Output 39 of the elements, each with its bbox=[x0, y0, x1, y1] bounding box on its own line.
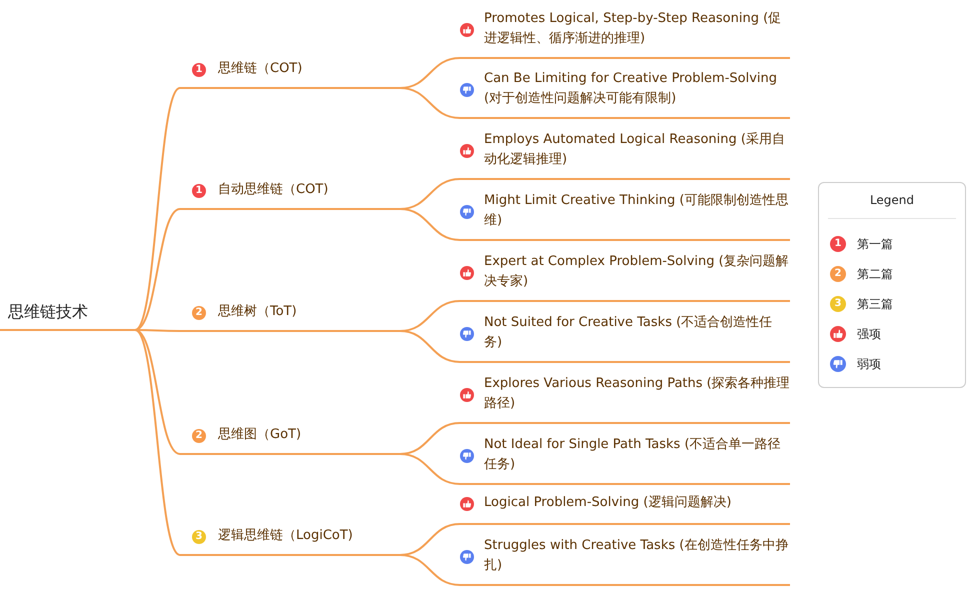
topic-text: Logical Problem-Solving (逻辑问题解决) bbox=[484, 494, 732, 512]
priority-badge: 2 bbox=[192, 429, 206, 443]
branch-connector bbox=[400, 453, 460, 485]
topic-text: 逻辑思维链（LogiCoT) bbox=[218, 527, 353, 545]
branch-connector bbox=[134, 208, 180, 331]
topic-text: Not Suited for Creative Tasks (不适合创造性任务) bbox=[484, 314, 774, 352]
priority-badge: 2 bbox=[830, 266, 846, 282]
branch-connector bbox=[134, 87, 181, 331]
topic-text: 思维链技术 bbox=[8, 302, 88, 322]
legend-label: 弱项 bbox=[857, 356, 881, 373]
branch-connector bbox=[400, 554, 460, 586]
legend-label: 第三篇 bbox=[857, 296, 893, 313]
topic-text: Promotes Logical, Step-by-Step Reasoning (促进逻辑性、循序渐进的推理) bbox=[484, 10, 782, 48]
legend-label: 第二篇 bbox=[857, 266, 893, 283]
legend-label: 强项 bbox=[857, 326, 881, 343]
topic-text: Not Ideal for Single Path Tasks (不适合单一路径任务) bbox=[484, 436, 782, 474]
priority-badge: 1 bbox=[192, 184, 206, 198]
priority-badge: 2 bbox=[192, 306, 206, 320]
topic-text: 思维链（COT) bbox=[218, 60, 302, 78]
branch-connector bbox=[400, 87, 460, 119]
legend-label: 第一篇 bbox=[857, 236, 893, 253]
legend-title: Legend bbox=[868, 193, 916, 207]
branch-connector bbox=[134, 329, 181, 556]
topic-text: 自动思维链（COT) bbox=[218, 181, 328, 199]
branch-connector bbox=[400, 208, 460, 241]
topic-text: Expert at Complex Problem-Solving (复杂问题解决专家) bbox=[484, 253, 790, 291]
topic-text: Explores Various Reasoning Paths (探索各种推理路径) bbox=[484, 375, 790, 413]
priority-badge: 3 bbox=[830, 296, 846, 312]
topic-text: Might Limit Creative Thinking (可能限制创造性思维) bbox=[484, 192, 790, 230]
topic-text: Can Be Limiting for Creative Problem-Solving (对于创造性问题解决可能有限制) bbox=[484, 70, 778, 108]
topic-text: 思维图（GoT) bbox=[218, 426, 302, 444]
priority-badge: 1 bbox=[192, 63, 206, 77]
topic-text: Struggles with Creative Tasks (在创造性任务中挣扎) bbox=[484, 537, 790, 575]
topic-text: 思维树（ToT) bbox=[218, 303, 297, 321]
branch-connector bbox=[400, 330, 460, 363]
priority-badge: 1 bbox=[830, 236, 846, 252]
branch-connector bbox=[134, 329, 180, 455]
topic-text: Employs Automated Logical Reasoning (采用自动化逻辑推理) bbox=[484, 131, 786, 169]
priority-badge: 3 bbox=[192, 530, 206, 544]
